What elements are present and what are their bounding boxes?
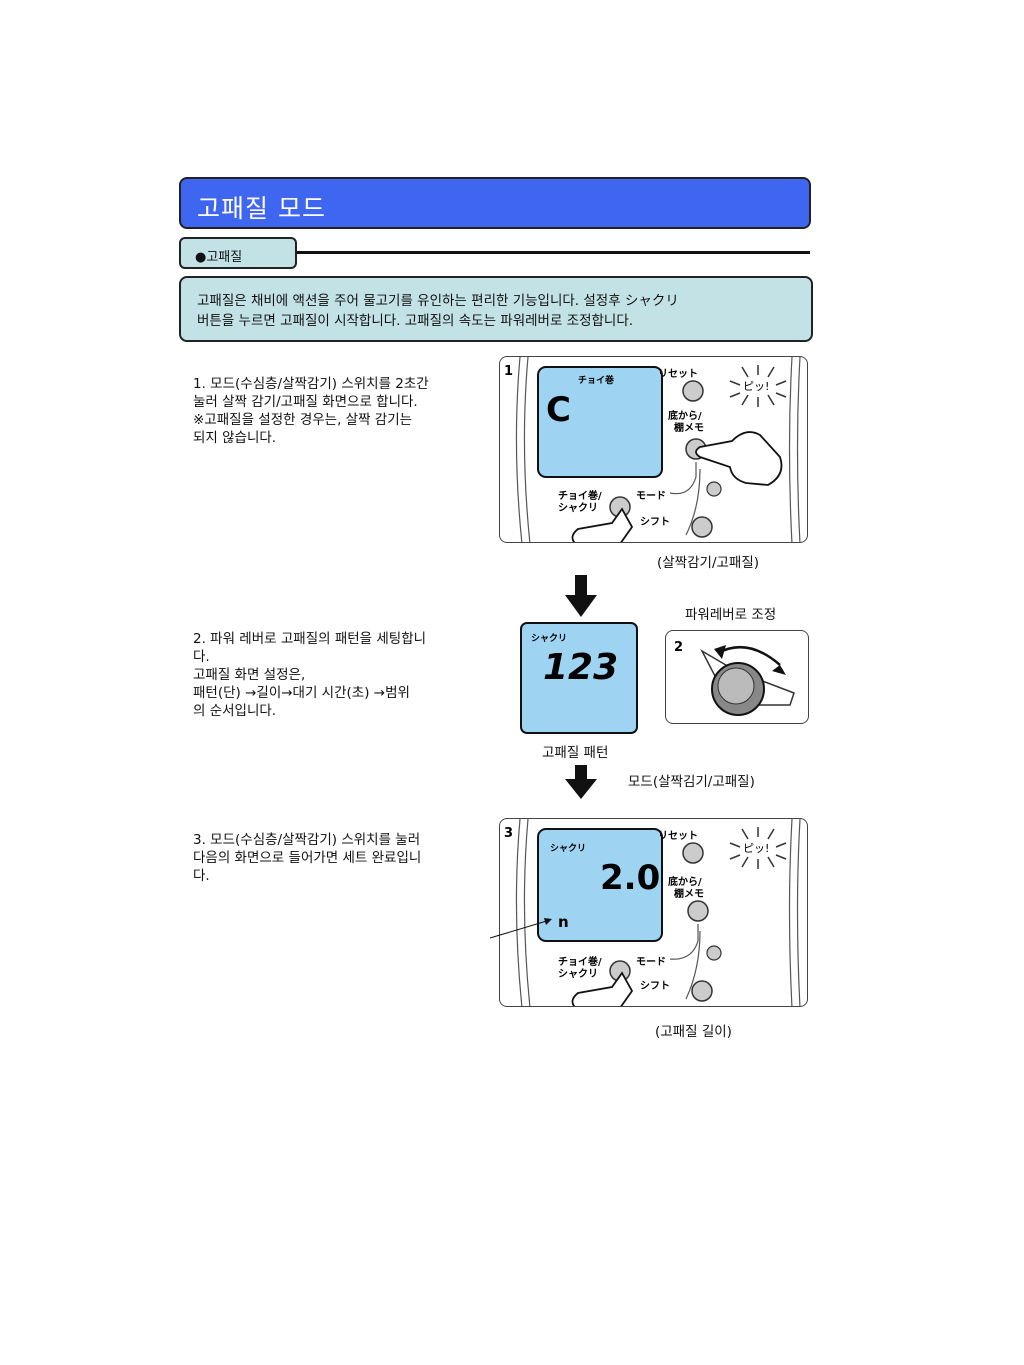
mode-label: モード [636,956,666,968]
reset-label: リセット [658,830,698,842]
bottom-memo-label-2: 棚メモ [674,887,704,900]
beep-label: ピッ! [743,842,769,855]
lcd-value: 2.0 [600,858,660,898]
lcd-pattern-panel: シャクリ 123 [520,622,638,734]
down-arrow-icon [565,765,597,799]
panel-3-caption: (고패질 길이) [655,1024,732,1040]
lcd-label: チョイ巻 [578,374,615,386]
lcd-value: C [546,390,571,430]
mode-switch-caption: 모드(살짝김기/고패질) [628,774,755,790]
panel-number: 3 [504,826,513,841]
choi-label-2: シャクリ [558,502,598,514]
choi-label-2: シャクリ [558,968,598,980]
subsection-label: ●고패질 [195,250,243,265]
step-3-text: 3. 모드(수심층/살짝감기) 스위치를 눌러 다음의 화면으로 들어가면 세트… [193,832,422,884]
lcd-screen [537,366,663,478]
bottom-memo-label-1: 底から/ [668,875,702,888]
bottom-memo-button [687,900,709,922]
page-title: 고패질 모드 [197,194,326,223]
bottom-memo-label-1: 底から/ [668,409,702,422]
lcd-value: 123 [543,647,618,688]
shift-button [691,980,713,1002]
section-title-bar: 고패질 모드 [179,177,811,229]
lcd-label: シャクリ [531,633,567,644]
lcd-screen [537,828,663,942]
lever-caption: 파워레버로 조정 [685,607,777,623]
hand-pointer-icon [571,971,634,1006]
mode-label: モード [636,490,666,502]
small-button [706,945,722,961]
panel-1-caption: (살짝감기/고패질) [657,555,760,571]
shift-label: シフト [640,516,670,528]
beep-burst-icon [729,365,787,407]
down-arrow-icon [565,575,597,617]
step-2-text: 2. 파워 레버로 고패질의 패턴을 세팅합니 다. 고패질 화면 설정은, 패… [193,631,427,719]
shift-label: シフト [640,980,670,992]
panel-2-caption: 고패질 패턴 [542,745,609,761]
shift-button [691,516,713,538]
bottom-memo-label-2: 棚メモ [674,421,704,434]
choi-label-1: チョイ巻/ [558,489,602,502]
reset-button [682,380,704,402]
reel-panel-1-drawing: 1 チョイ巻 C リセット ピッ! 底から/ 棚メモ チョイ巻/ シャクリ モー… [504,357,801,542]
reel-panel-1: 1 チョイ巻 C リセット ピッ! 底から/ 棚メモ チョイ巻/ シャクリ モー… [499,356,808,543]
beep-label: ピッ! [743,380,769,393]
reset-button [682,842,704,864]
intro-box: 고패질은 채비에 액션을 주어 물고기를 유인하는 편리한 기능입니다. 설정후… [179,276,813,342]
subsection-tab: ●고패질 [179,237,297,269]
lcd-small-indicator: n [558,913,569,931]
subsection-divider [297,251,810,254]
choi-label-1: チョイ巻/ [558,955,602,968]
reel-panel-3-drawing: 3 シャクリ 2.0 n リセット ピッ! 底から/ 棚メモ チョイ巻/ シャク… [504,819,801,1006]
panel-number: 2 [674,640,683,655]
reset-label: リセット [658,368,698,380]
small-button [706,481,722,497]
step-1-text: 1. 모드(수심층/살짝감기) 스위치를 2초간 눌러 살짝 감기/고패질 화면… [193,376,429,446]
power-lever-drawing: 2 [674,640,795,716]
intro-line-2: 버튼을 누르면 고패질이 시작합니다. 고패질의 속도는 파워레버로 조정합니다… [197,313,634,329]
pointer-arrow-icon [489,918,552,939]
beep-burst-icon [729,827,787,869]
lcd-label: シャクリ [550,843,586,854]
power-lever-panel: 2 [665,630,809,724]
reel-panel-3: 3 シャクリ 2.0 n リセット ピッ! 底から/ 棚メモ チョイ巻/ シャク… [499,818,808,1007]
hand-pointer-icon [571,431,783,542]
intro-line-1: 고패질은 채비에 액션을 주어 물고기를 유인하는 편리한 기능입니다. 설정후… [197,293,679,309]
panel-number: 1 [504,364,513,379]
